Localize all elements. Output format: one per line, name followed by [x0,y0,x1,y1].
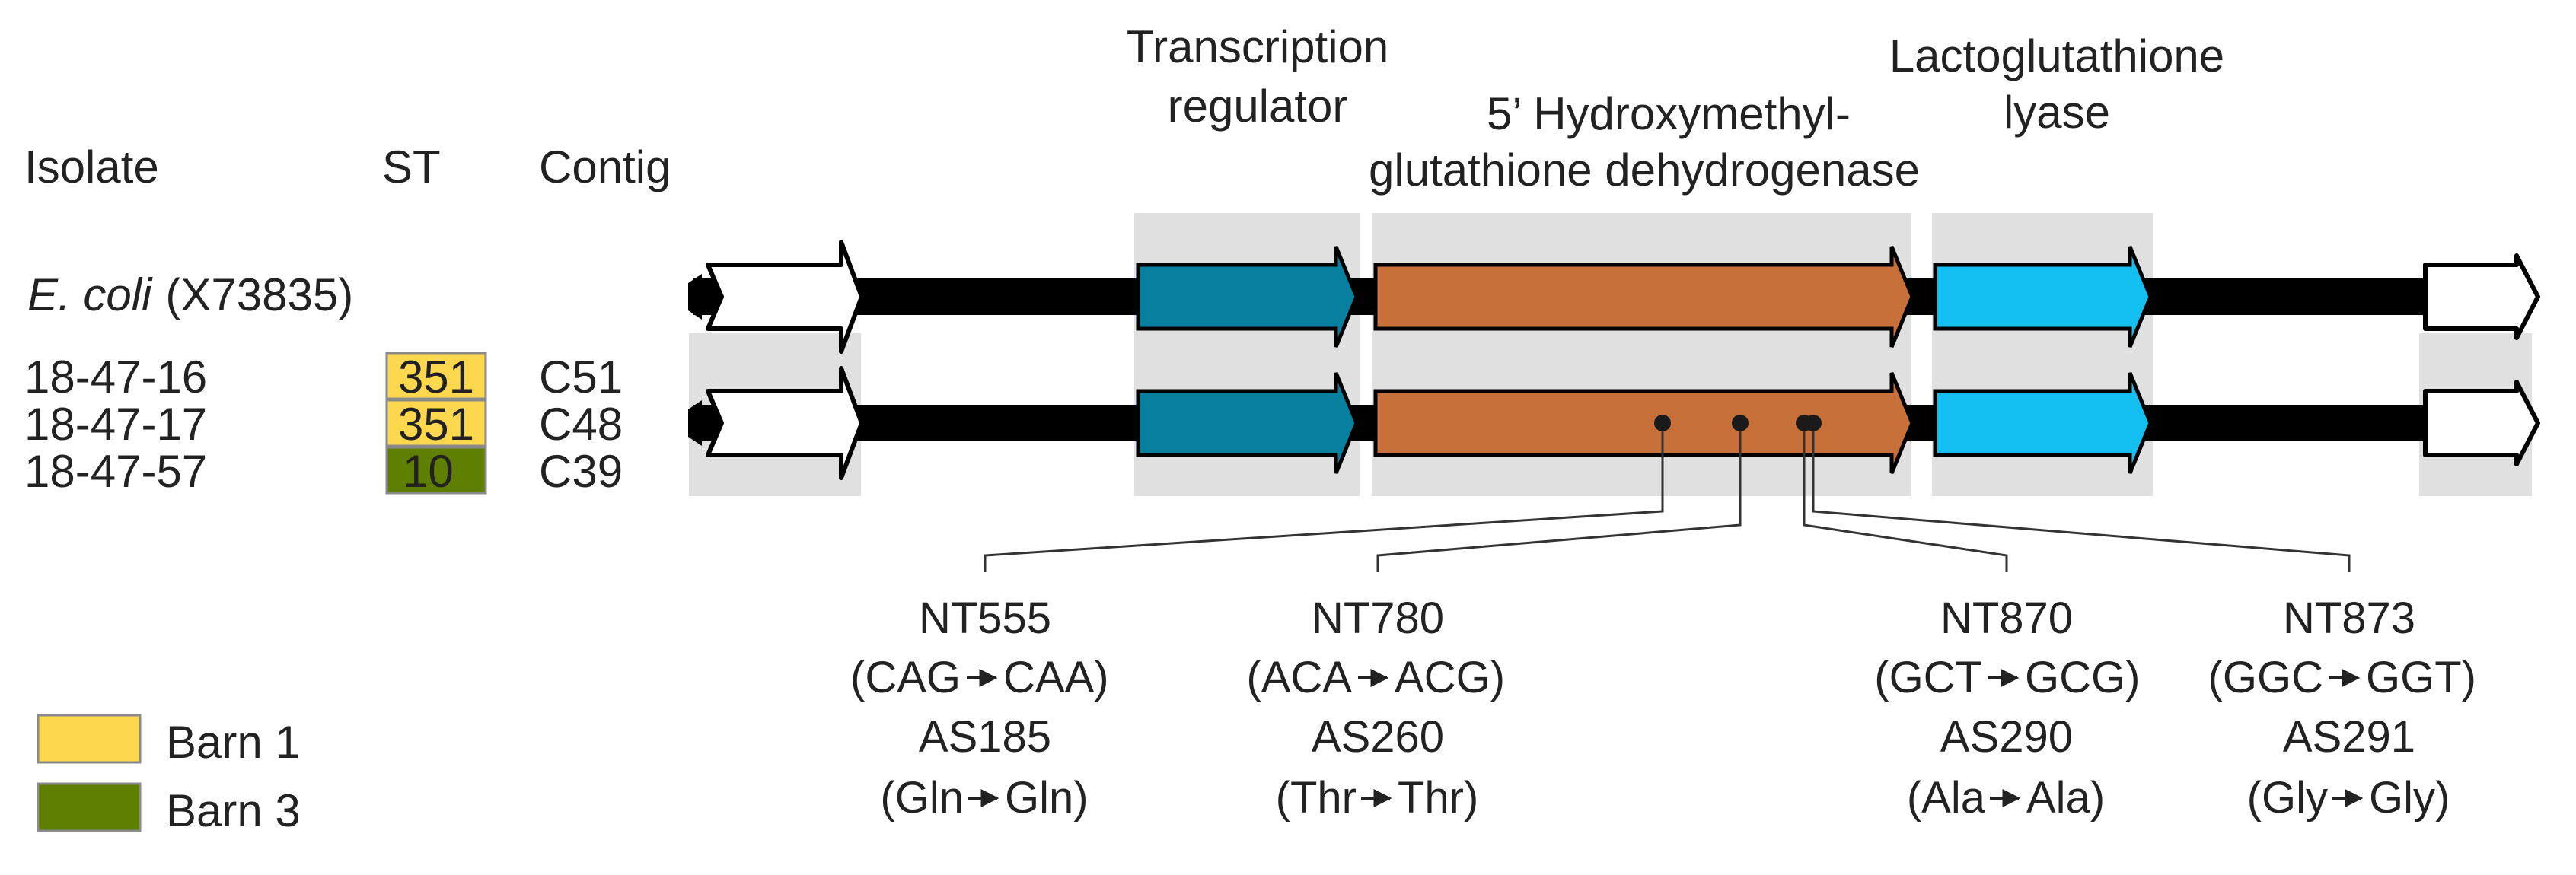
mutation-as: AS291 [2283,712,2415,762]
aa-to: Ala) [2026,773,2105,822]
aa-to: Gly) [2369,773,2450,822]
mutation-nt: NT780 [1312,593,1444,643]
mutation-dots [1654,415,1822,431]
aa-change: (Gln Gln) [880,773,1088,822]
codon-to: GGT) [2366,653,2476,702]
gene-lyase [1933,372,2153,474]
isolate-rows: 18-47-16 351 C51 18-47-17 351 C48 18-47-… [24,352,623,497]
gene-label-lyase-line1: Lactoglutathione [1889,30,2224,81]
st-value: 10 [403,446,454,497]
codon-change: (GCT GCG) [1874,653,2140,702]
reference-species: E. coli [27,269,153,320]
header-isolate: Isolate [24,142,159,192]
isolate-name: 18-47-17 [24,399,207,450]
flank-cap-left [688,400,702,446]
codon-from: (GGC [2208,653,2323,702]
codon-to: CAA) [1003,653,1109,702]
gene-dehydrogenase [1373,246,1914,348]
mutation-as: AS185 [919,712,1051,762]
gene-label-lyase-line2: lyase [2004,87,2110,138]
aa-change: (Gly Gly) [2247,773,2450,822]
mutation-leader-nt780 [1376,423,1742,572]
legend-label: Barn 3 [166,785,301,836]
mutation-annotations: NT555 (CAG CAA) AS185 (Gln Gln) NT780 (A… [850,593,2476,822]
legend-swatch [37,714,142,764]
flank-gene-right [2423,380,2540,466]
gene-label-dehydrogenase-line1: 5’ Hydroxymethyl- [1487,88,1851,139]
reference-track [688,240,2540,354]
mutation-as: AS260 [1312,712,1444,762]
gene-dehydrogenase [1373,372,1914,474]
aa-change: (Ala Ala) [1907,773,2105,822]
aa-from: (Thr [1276,773,1357,822]
codon-change: (CAG CAA) [850,653,1109,702]
aa-to: Gln) [1005,773,1089,822]
gene-transcription-regulator [1136,246,1359,348]
legend: Barn 1 Barn 3 [37,714,301,836]
mutation-leader-nt555 [984,423,1664,572]
gene-lyase [1933,246,2153,348]
contig-id: C51 [539,352,623,402]
codon-from: (CAG [850,653,961,702]
gene-label-transcription-regulator-line2: regulator [1168,81,1348,132]
codon-to: GCG) [2025,653,2140,702]
st-value: 351 [398,399,474,450]
header-contig: Contig [539,142,671,192]
flank-gene-left [706,366,864,480]
codon-from: (ACA [1246,653,1352,702]
legend-label: Barn 1 [166,717,301,768]
mutation-nt: NT870 [1940,593,2073,643]
mutation-leader-nt873 [1812,423,2351,572]
st-badge [385,352,487,400]
header-st: ST [382,142,441,192]
mutation-dot-nt873 [1805,415,1822,431]
codon-to: ACG) [1395,653,1505,702]
mutation-as: AS290 [1940,712,2073,762]
codon-change: (GGC GGT) [2208,653,2476,702]
mutation-dot-nt780 [1732,415,1749,431]
contig-id: C39 [539,446,623,497]
codon-from: (GCT [1874,653,1982,702]
reference-label: E. coli(X73835) [27,269,353,320]
aa-to: Thr) [1398,773,1478,822]
mutation-nt: NT873 [2283,593,2415,643]
mutation-leader-nt870 [1803,423,2008,572]
aa-from: (Gln [880,773,964,822]
gene-label-transcription-regulator-line1: Transcription [1127,21,1389,72]
flank-gene-left [706,240,864,354]
flank-cap-left [688,274,702,320]
aa-from: (Ala [1907,773,1986,822]
isolate-track [688,366,2540,480]
contig-id: C48 [539,399,623,450]
gene-label-dehydrogenase-line2: glutathione dehydrogenase [1369,145,1920,196]
aa-from: (Gly [2247,773,2328,822]
mutation-markers [984,423,2351,572]
st-badge [385,446,487,495]
mutation-nt: NT555 [919,593,1051,643]
st-value: 351 [398,352,474,402]
reference-accession: (X73835) [165,269,353,320]
flank-gene-right [2423,253,2540,340]
aa-change: (Thr Thr) [1276,773,1479,822]
codon-change: (ACA ACG) [1246,653,1505,702]
st-badge [385,399,487,447]
isolate-name: 18-47-57 [24,446,207,497]
mutation-dot-nt555 [1654,415,1671,431]
legend-swatch [37,782,142,832]
isolate-name: 18-47-16 [24,352,207,402]
gene-transcription-regulator [1136,372,1359,474]
